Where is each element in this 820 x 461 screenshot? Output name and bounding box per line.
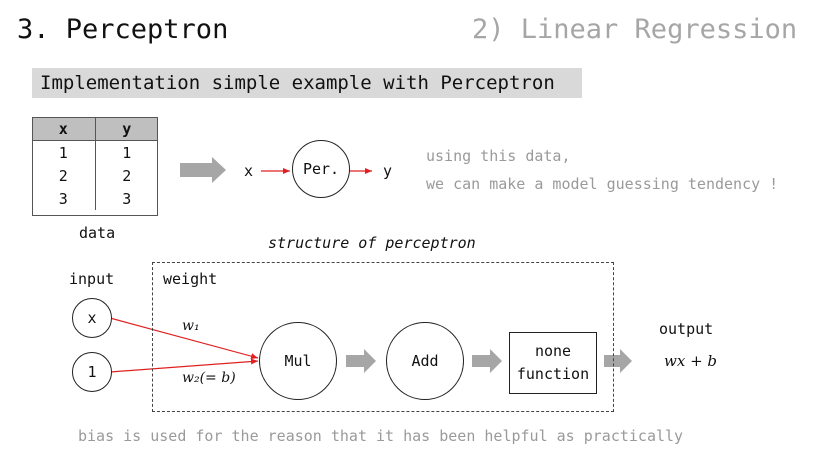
weight-w1-label: w₁	[182, 318, 200, 334]
data-table: x y 1 1 2 2 3 3	[32, 117, 158, 210]
table-cell: 2	[122, 166, 132, 185]
block-arrow-activation-output-icon	[604, 349, 632, 373]
add-node: Add	[386, 322, 464, 400]
input-x-label: x	[87, 309, 97, 327]
output-formula: wx + b	[664, 352, 718, 370]
page-title: 3. Perceptron	[17, 14, 229, 45]
table-cell: 3	[122, 189, 132, 208]
edge-input-x-to-mul	[109, 317, 259, 360]
subtitle-text: Implementation simple example with Perce…	[40, 72, 555, 94]
weight-region	[152, 262, 614, 412]
table-cell: 1	[32, 140, 96, 164]
column-header-y: y	[95, 117, 158, 141]
block-arrow-right-icon	[180, 157, 226, 183]
section-title: 2) Linear Regression	[472, 14, 798, 45]
footer-note: bias is used for the reason that it has …	[78, 427, 684, 445]
weight-label: weight	[163, 270, 218, 288]
perceptron-node: Per.	[292, 140, 350, 198]
column-header-x: x	[32, 117, 96, 141]
block-arrow-add-activation-icon	[472, 349, 502, 373]
structure-title: structure of perceptron	[268, 234, 476, 252]
output-label: output	[659, 320, 714, 338]
input-label: input	[69, 270, 115, 288]
note-line-1: using this data,	[426, 147, 571, 165]
simple-input-label: x	[244, 162, 254, 180]
activation-function-box: none function	[509, 332, 597, 394]
subtitle-bar: Implementation simple example with Perce…	[32, 68, 582, 98]
table-caption: data	[79, 224, 116, 242]
input-x-node: x	[72, 298, 112, 338]
perceptron-node-label: Per.	[302, 160, 340, 178]
note-line-2: we can make a model guessing tendency !	[426, 175, 779, 193]
mul-node-label: Mul	[284, 352, 312, 370]
table-cell: 2	[32, 164, 96, 187]
table-row: 1 1	[32, 140, 158, 164]
table-cell: 3	[32, 187, 96, 210]
table-header-row: x y	[32, 117, 158, 141]
table-cell: 1	[122, 143, 132, 162]
block-arrow-mul-add-icon	[346, 349, 376, 373]
table-row: 3 3	[32, 187, 158, 210]
weight-w2-label: w₂(= b)	[182, 370, 236, 386]
input-one-label: 1	[87, 363, 97, 381]
activation-line-1: none	[534, 342, 572, 360]
simple-output-label: y	[383, 162, 393, 180]
mul-node: Mul	[259, 322, 337, 400]
activation-line-2: function	[516, 365, 590, 383]
add-node-label: Add	[411, 352, 439, 370]
input-one-node: 1	[72, 352, 112, 392]
table-row: 2 2	[32, 164, 158, 187]
edge-input-one-to-mul	[109, 358, 259, 373]
